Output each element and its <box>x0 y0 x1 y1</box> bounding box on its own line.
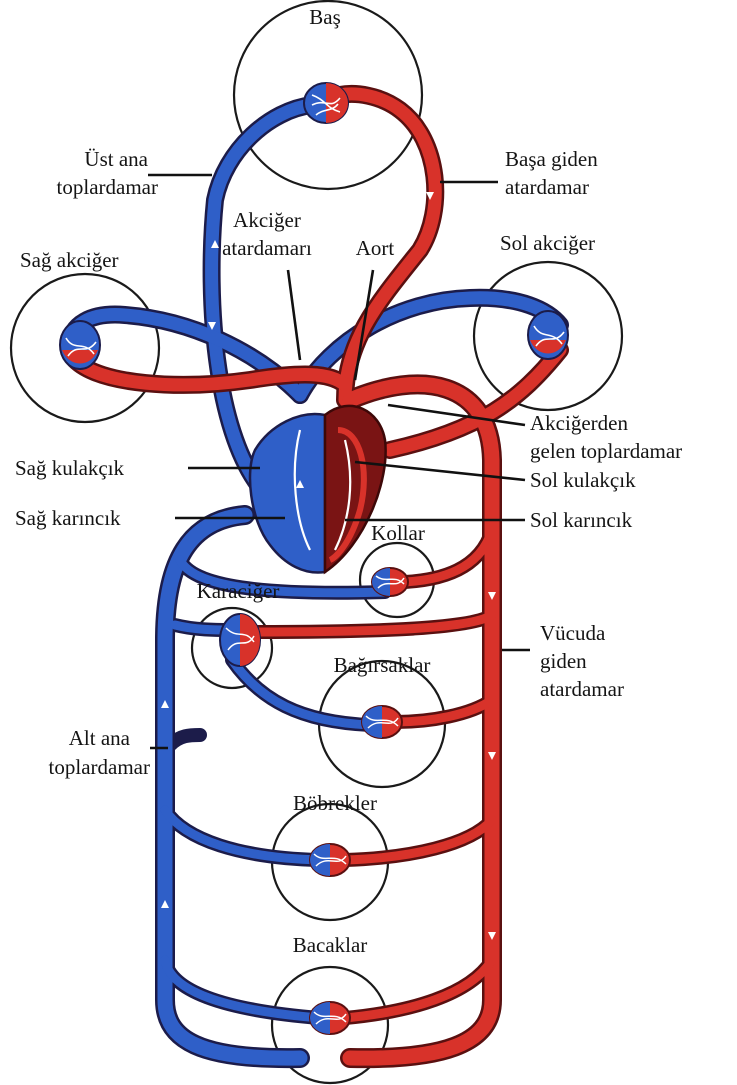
arms-capillaries <box>372 568 408 596</box>
label-right-ventricle: Sağ karıncık <box>15 506 121 530</box>
label-systemic-artery-line2: giden <box>540 649 587 673</box>
label-systemic-artery-line3: atardamar <box>540 677 624 701</box>
label-left-lung: Sol akciğer <box>500 231 595 255</box>
label-systemic-artery-line1: Vücuda <box>540 621 606 645</box>
left-heart <box>325 406 386 572</box>
label-intestines: Bağırsaklar <box>334 653 431 677</box>
label-head: Baş <box>309 5 341 29</box>
label-legs: Bacaklar <box>293 933 368 957</box>
label-pulmonary-artery-line2: atardamarı <box>222 236 312 260</box>
kidneys-capillaries <box>310 844 350 876</box>
label-right-lung: Sağ akciğer <box>20 248 119 272</box>
right-lung-capillaries <box>60 321 100 369</box>
label-superior-vena-cava-line2: toplardamar <box>57 175 158 199</box>
label-inferior-vena-cava-line1: Alt ana <box>69 726 131 750</box>
label-liver: Karaciğer <box>197 579 280 603</box>
oxygenated-vessels <box>75 94 560 1058</box>
liver-capillaries <box>220 614 260 666</box>
label-pulmonary-artery-line1: Akciğer <box>233 208 301 232</box>
label-right-atrium: Sağ kulakçık <box>15 456 125 480</box>
label-left-ventricle: Sol karıncık <box>530 508 633 532</box>
head-capillaries <box>304 83 348 123</box>
left-lung-capillaries <box>528 311 568 359</box>
label-pulmonary-vein-line2: gelen toplardamar <box>530 439 682 463</box>
intestines-capillaries <box>362 706 402 738</box>
label-carotid-line2: atardamar <box>505 175 589 199</box>
label-kidneys: Böbrekler <box>293 791 377 815</box>
label-left-atrium: Sol kulakçık <box>530 468 636 492</box>
legs-capillaries <box>310 1002 350 1034</box>
right-heart <box>250 414 325 572</box>
label-carotid-line1: Başa giden <box>505 147 598 171</box>
label-aorta: Aort <box>356 236 395 260</box>
label-inferior-vena-cava-line2: toplardamar <box>49 755 150 779</box>
label-superior-vena-cava-line1: Üst ana <box>84 147 148 171</box>
label-pulmonary-vein-line1: Akciğerden <box>530 411 628 435</box>
heart <box>250 406 386 573</box>
label-arms: Kollar <box>371 521 425 545</box>
